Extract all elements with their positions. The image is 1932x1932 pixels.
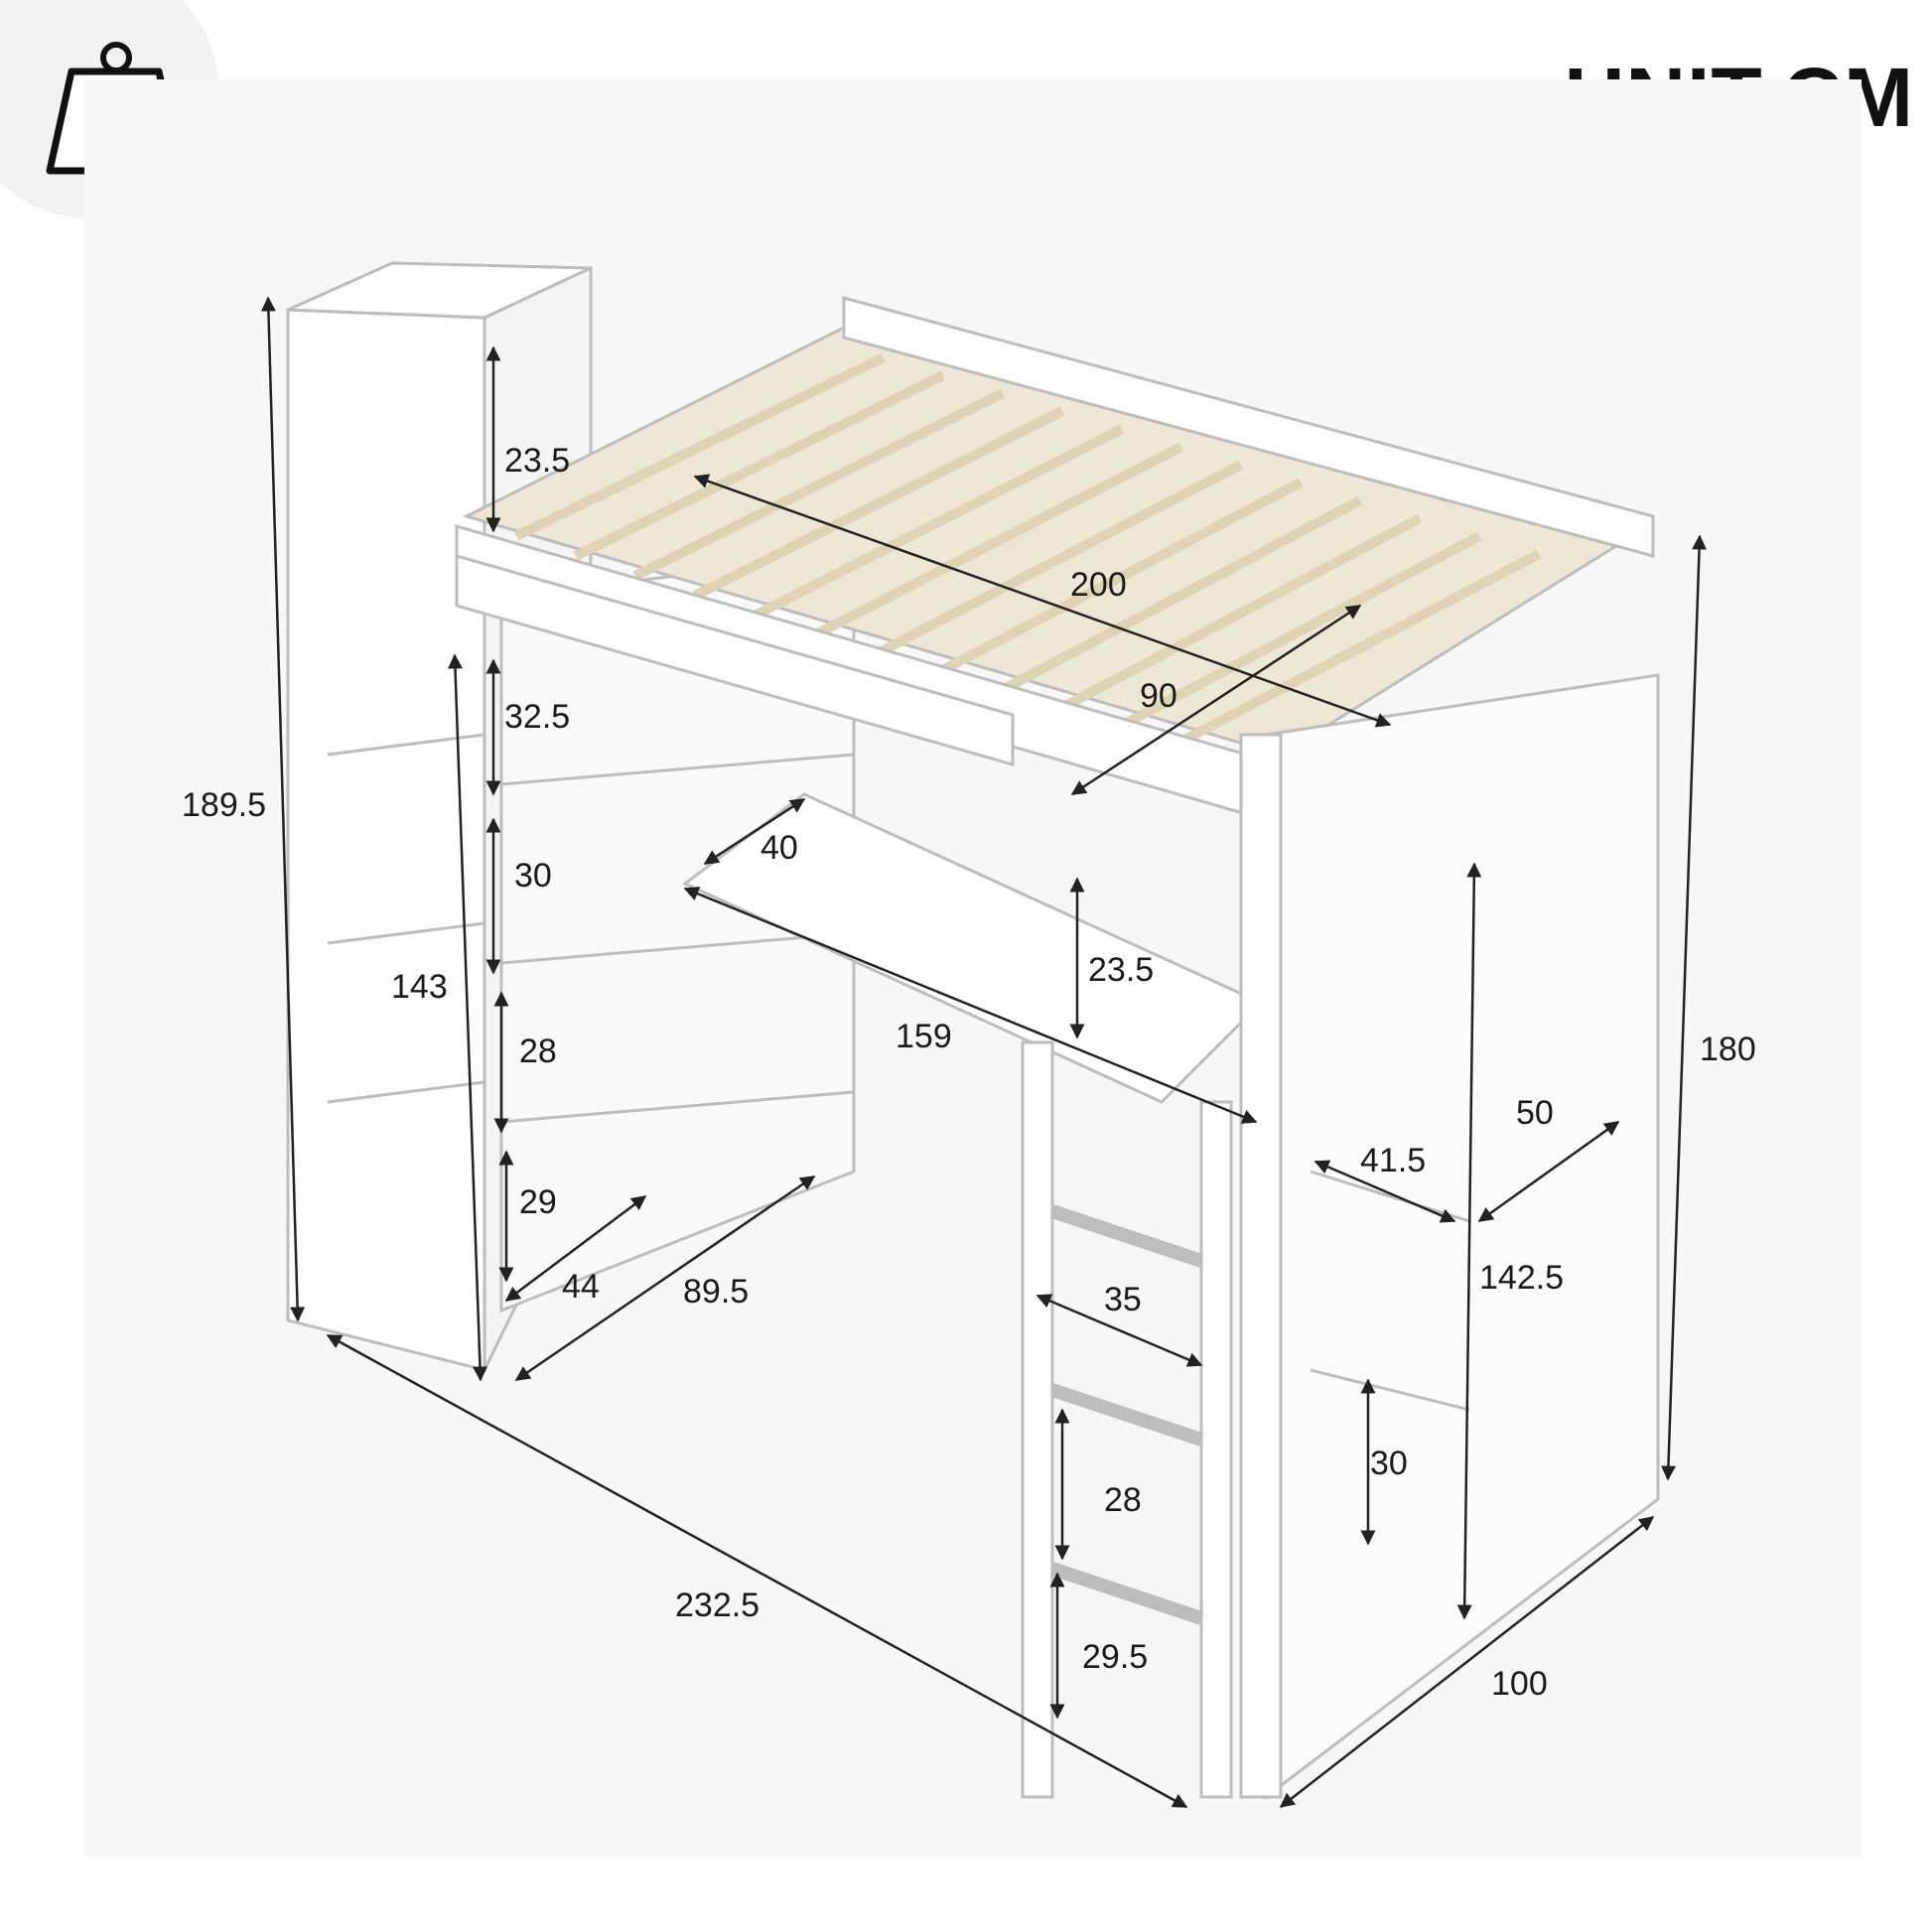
label-desk-clearance: 23.5: [1088, 951, 1154, 989]
label-top-shelf-height: 23.5: [504, 442, 570, 480]
label-shelving-depth: 44: [562, 1268, 600, 1306]
wardrobe-post: [1239, 733, 1283, 1799]
label-shelf-4-height: 29: [519, 1183, 557, 1221]
label-ladder-step: 28: [1104, 1481, 1142, 1519]
label-bed-length: 200: [1070, 566, 1127, 604]
label-shelf-1-height: 32.5: [504, 698, 570, 736]
label-ladder-bottom: 29.5: [1082, 1638, 1148, 1676]
left-tower-side: [286, 308, 486, 1372]
label-wardrobe-shelf: 30: [1370, 1445, 1408, 1482]
label-shelf-2-height: 30: [514, 857, 552, 895]
label-shelf-3-height: 28: [519, 1033, 557, 1070]
label-total-width: 100: [1491, 1665, 1548, 1703]
label-desk-depth: 40: [760, 829, 798, 867]
label-desk-unit-length: 89.5: [683, 1273, 749, 1311]
label-wardrobe-depth: 41.5: [1360, 1142, 1426, 1179]
label-ladder-width: 35: [1104, 1281, 1142, 1318]
ladder-step: [1049, 1204, 1204, 1268]
label-total-length: 232.5: [675, 1587, 759, 1624]
label-desk-length: 159: [896, 1018, 952, 1055]
label-shelving-height: 143: [391, 968, 448, 1006]
label-total-height: 189.5: [182, 786, 266, 824]
label-wardrobe-height: 142.5: [1479, 1259, 1564, 1297]
wardrobe-shelf: [1310, 1368, 1470, 1412]
label-wardrobe-width: 50: [1516, 1094, 1554, 1132]
dimension-lines: [260, 296, 1708, 1809]
bed-back-rail: [842, 296, 1655, 558]
label-bed-width: 90: [1140, 677, 1177, 715]
label-right-height: 180: [1700, 1031, 1756, 1068]
ladder-rail-left: [1021, 1040, 1054, 1799]
shelf-line: [500, 753, 855, 786]
ladder-rail-right: [1199, 1100, 1233, 1799]
